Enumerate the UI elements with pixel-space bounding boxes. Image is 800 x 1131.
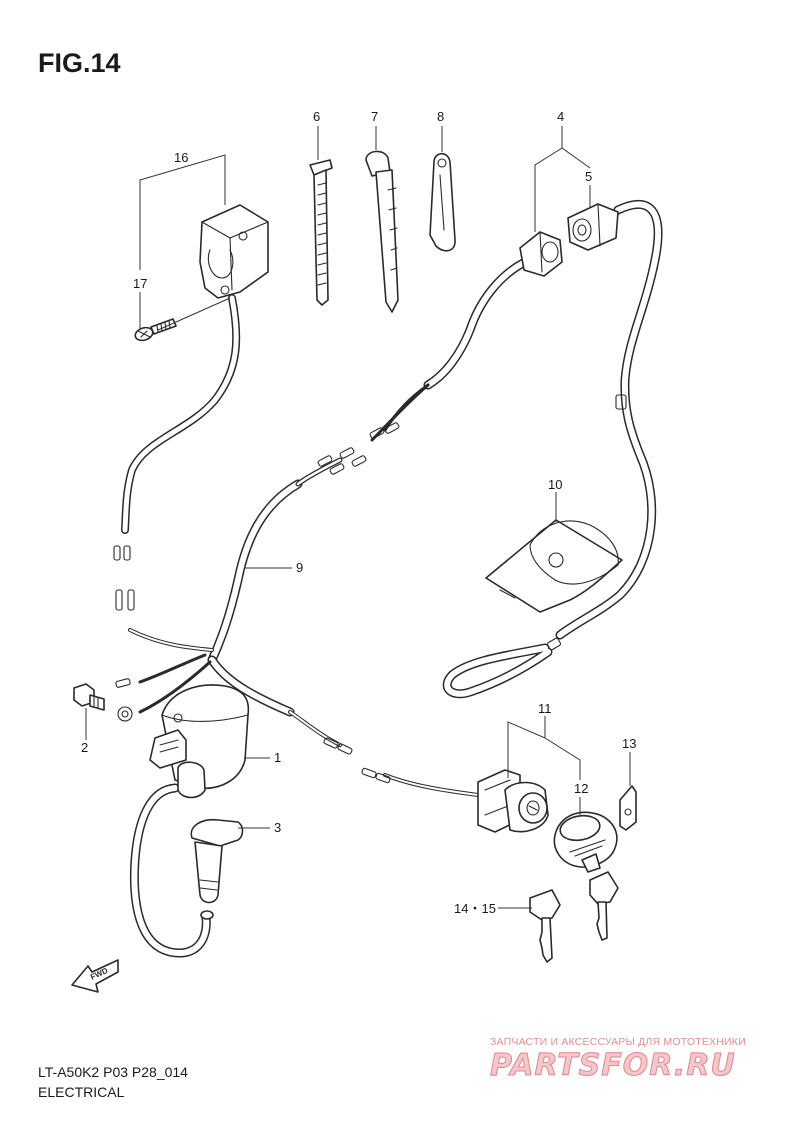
screw	[134, 318, 177, 342]
callout-5: 5	[585, 169, 592, 184]
engine-stop-switch	[199, 204, 269, 299]
callout-17: 17	[133, 276, 147, 291]
callout-1: 1	[274, 750, 281, 765]
callout-6: 6	[313, 109, 320, 124]
tether-clip	[485, 519, 623, 613]
switch-body	[519, 231, 563, 277]
bolt	[73, 683, 105, 711]
switch-cap	[567, 203, 619, 251]
callout-16: 16	[174, 150, 188, 165]
figure-title: FIG.14	[38, 48, 121, 78]
callout-2: 2	[81, 740, 88, 755]
model-code: LT-A50K2 P03 P28_014	[38, 1064, 188, 1080]
spark-plug-cap	[190, 818, 244, 920]
callout-14-15: 14・15	[454, 901, 496, 916]
bracket	[619, 785, 637, 831]
watermark-tagline: ЗАПЧАСТИ И АКСЕССУАРЫ ДЛЯ МОТОТЕХНИКИ	[490, 1036, 746, 1048]
cable-tie	[309, 159, 333, 306]
forward-arrow: FWD	[71, 959, 119, 993]
switch-cover	[553, 811, 618, 868]
terminal-connectors	[113, 394, 627, 784]
callout-13: 13	[622, 736, 636, 751]
leader-lines	[85, 126, 631, 909]
watermark-logo: PARTSFOR.RU	[490, 1048, 736, 1084]
key-set	[529, 853, 619, 963]
wire-clamp	[429, 152, 456, 252]
clamp-band	[365, 150, 399, 313]
wire-harness	[121, 200, 663, 958]
callout-9: 9	[296, 560, 303, 575]
callout-8: 8	[437, 109, 444, 124]
callout-3: 3	[274, 820, 281, 835]
callout-7: 7	[371, 109, 378, 124]
section-title: ELECTRICAL	[38, 1084, 125, 1100]
callout-12: 12	[574, 781, 588, 796]
callout-11: 11	[538, 701, 552, 716]
callout-numbers: 16 17 6 7 8 4 5 10 9 2 1 3 11 12 13 14・1…	[81, 109, 636, 916]
callout-10: 10	[548, 477, 562, 492]
callout-4: 4	[557, 109, 564, 124]
ignition-switch	[477, 769, 549, 833]
ignition-coil	[149, 684, 250, 799]
